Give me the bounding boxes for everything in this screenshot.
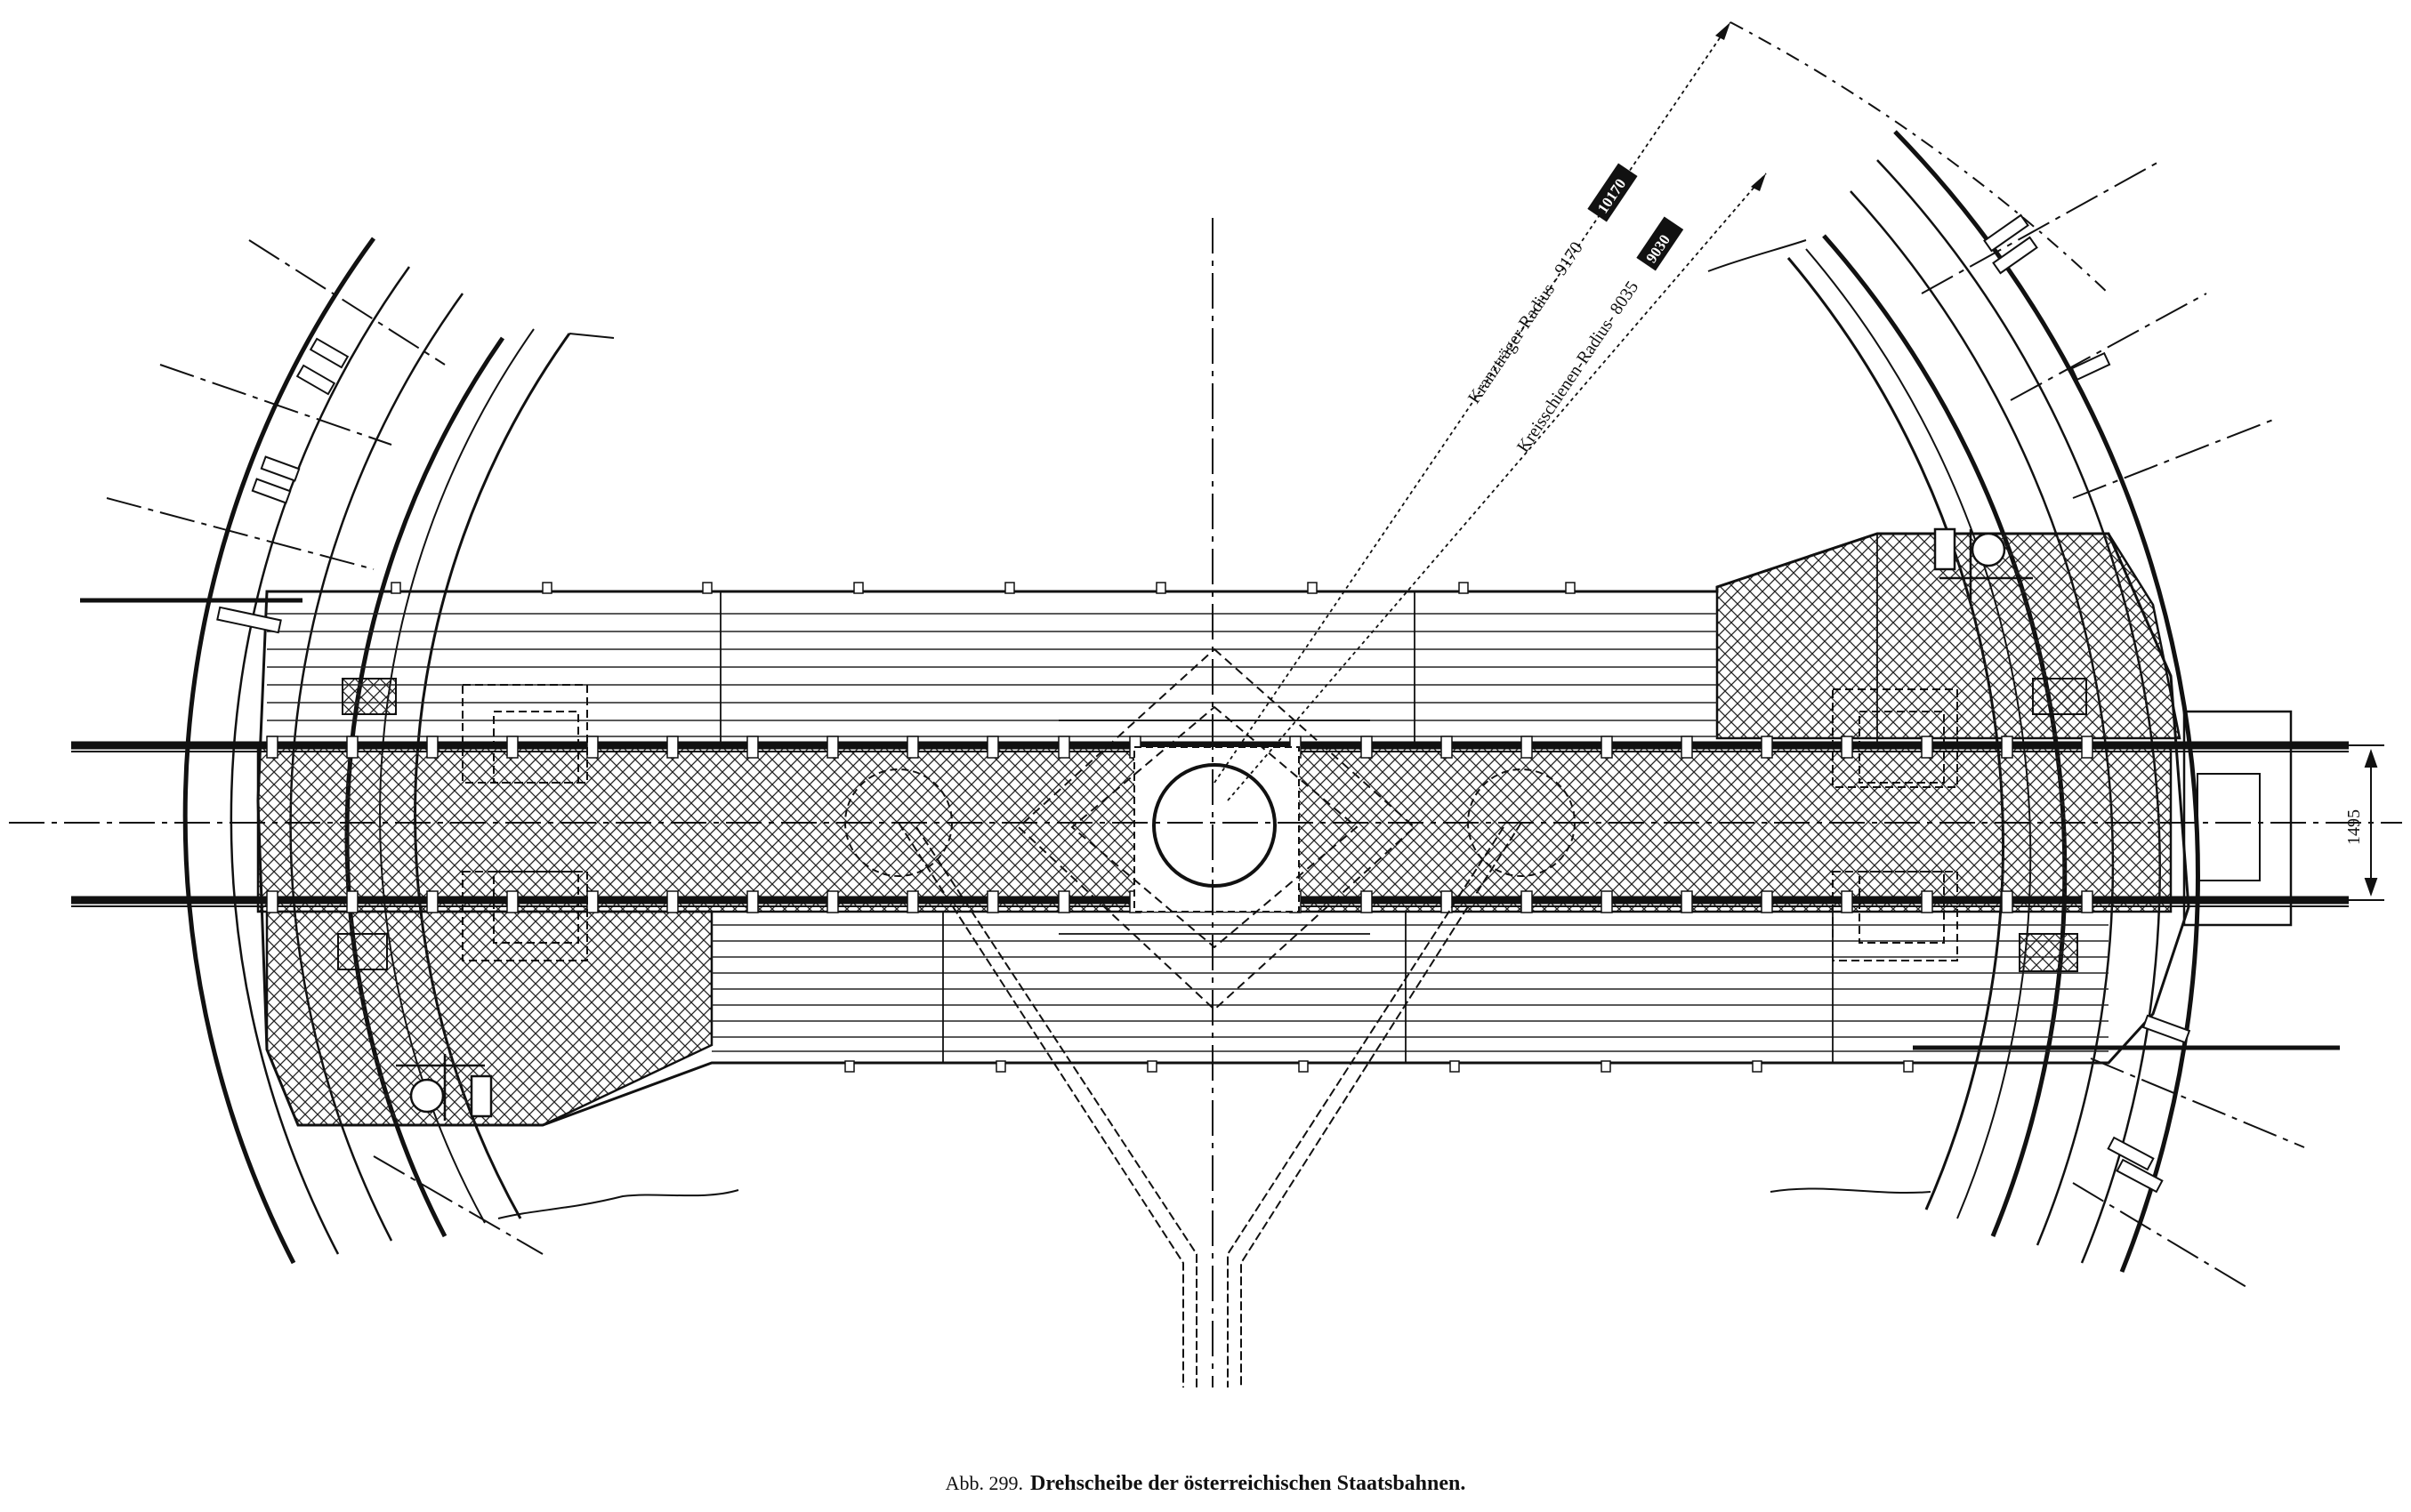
figure-title: Drehscheibe der österreichischen Staatsb… [1030, 1472, 1466, 1495]
radius-dimension-lines [1214, 21, 1767, 801]
deck-studs [391, 582, 1914, 1073]
deck-cross-members [720, 534, 1878, 1063]
deck-planking [267, 613, 2109, 1052]
right-pit-edge-bottom [1770, 1187, 1931, 1194]
figure-number: Abb. 299. [945, 1472, 1024, 1494]
left-ring-outer [182, 237, 376, 1265]
pivot-circle [1152, 763, 1277, 888]
left-pit-edge-bottom [497, 1189, 739, 1219]
right-end-bay [2182, 710, 2293, 927]
gauge-label: 1495 [2344, 809, 2364, 845]
rail-radius-annotation: Kreisschienen-Radius- 8035 9030 [1513, 216, 1684, 456]
left-ring-2 [230, 266, 411, 1255]
winch-left [396, 1054, 493, 1121]
center-pivot [1017, 647, 1416, 1011]
rail-radius-box [1636, 216, 1684, 271]
crane-radius-arc [1730, 21, 2109, 294]
side-girders [80, 598, 2340, 1050]
ring-brackets-right [1983, 213, 2191, 1194]
figure-caption: Abb. 299. Drehscheibe der österreichische… [0, 1472, 2411, 1496]
winch-right [1933, 527, 2033, 600]
ring-brackets-left [216, 337, 350, 634]
pivot-diamond-inner [1070, 705, 1359, 949]
drive-conduit [898, 822, 1522, 1387]
running-wheels [844, 768, 1576, 877]
crane-radius-box [1587, 163, 1638, 222]
radius-arrowheads [1715, 22, 1766, 191]
machinery-outlines [462, 684, 1958, 961]
left-pit-edge-top [568, 333, 615, 339]
gauge-dimension [2318, 744, 2384, 901]
radial-centerlines [106, 159, 2305, 1291]
deck-frame [256, 532, 2190, 1127]
right-ring-outer [1893, 130, 2200, 1273]
pivot-diamond-outer [1017, 647, 1416, 1011]
right-pit-edge-top [1707, 239, 1807, 272]
crane-radius-annotation: Kranzträger-Radius - 9170 10170 [1464, 163, 1638, 407]
small-hatched-boxes [337, 678, 2087, 972]
rail-radius-line [1227, 173, 1767, 801]
